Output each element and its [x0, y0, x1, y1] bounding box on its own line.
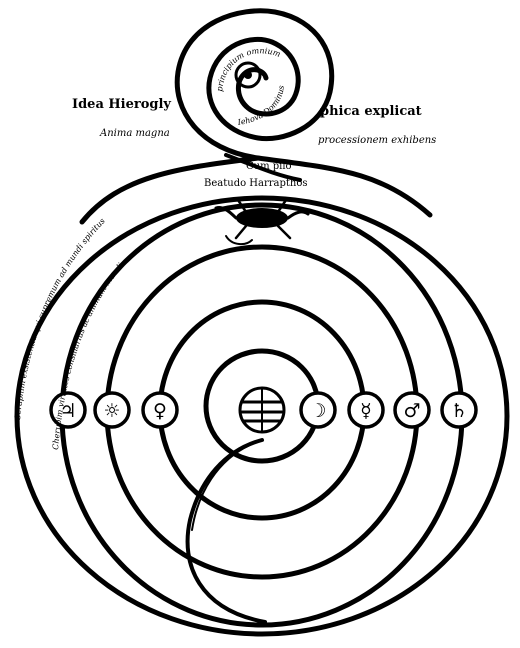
right-title: phica explicat: [320, 104, 422, 119]
venus-symbol-icon: ♀: [153, 400, 167, 422]
planet-medallion-luna: ☽: [299, 391, 337, 429]
orbit-ring-5: [14, 195, 510, 637]
left-subtitle: Anima magna: [100, 128, 170, 139]
planet-medallion-mars: ♂: [393, 391, 431, 429]
saturnus-symbol-icon: ♄: [450, 400, 467, 422]
planet-disc: [299, 391, 337, 429]
jupiter-symbol-icon: ♃: [59, 400, 76, 422]
planet-medallion-mercurius: ☿: [347, 391, 385, 429]
luna-symbol-icon: ☽: [309, 400, 326, 422]
center-line-1: Cum pilo: [246, 161, 292, 172]
top-spiral: [174, 8, 335, 161]
mars-symbol-icon: ♂: [403, 400, 420, 422]
planet-row: ♃ ☼ ♀ ☽ ☿ ♂ ♄: [49, 391, 478, 429]
inner-spiral: [185, 438, 267, 624]
earth-globe: [238, 386, 286, 434]
planet-medallion-venus: ♀: [141, 391, 179, 429]
center-line-2: Beatudo Harrapthos: [204, 178, 308, 189]
sol-symbol-icon: ☼: [103, 400, 120, 422]
cords: [79, 153, 433, 225]
salamander-figure: [214, 198, 310, 246]
right-subtitle: processionem exhibens: [318, 135, 437, 146]
planet-disc: [347, 391, 385, 429]
planet-disc: [440, 391, 478, 429]
planet-medallion-sol: ☼: [93, 391, 131, 429]
planet-medallion-saturnus: ♄: [440, 391, 478, 429]
left-title: Idea Hierogly: [72, 97, 171, 112]
planet-medallion-jupiter: ♃: [49, 391, 87, 429]
planet-disc: [141, 391, 179, 429]
planet-disc: [93, 391, 131, 429]
planet-disc: [49, 391, 87, 429]
mercurius-symbol-icon: ☿: [360, 400, 372, 422]
planet-disc: [393, 391, 431, 429]
